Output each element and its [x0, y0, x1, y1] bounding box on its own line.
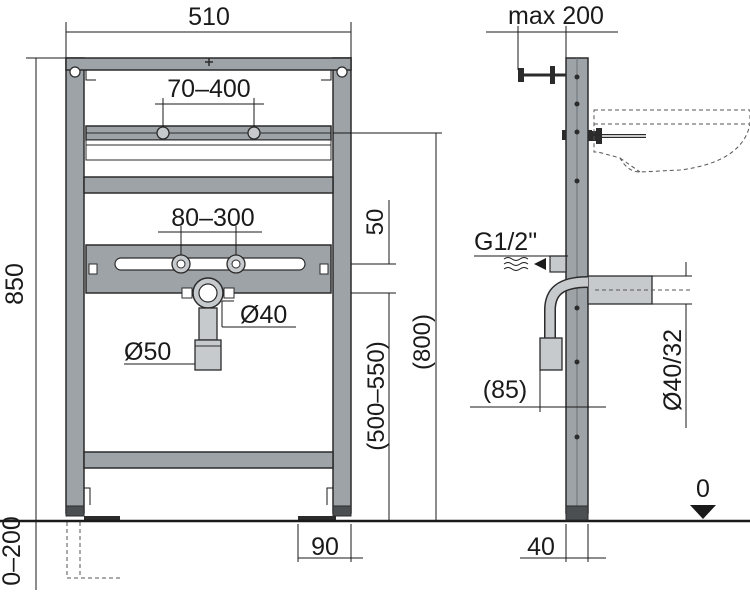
dim-width-510: 510 — [188, 3, 230, 31]
basin-outline — [593, 109, 750, 173]
corner-bracket-right — [321, 70, 332, 81]
middle-crossbar — [83, 176, 334, 194]
floor-level-triangle-icon — [690, 505, 716, 519]
dim-pipe-40-32: Ø40/32 — [659, 329, 687, 411]
side-drain-socket — [539, 337, 563, 371]
water-flow-icon — [503, 257, 529, 271]
dim-height-800: (800) — [409, 314, 436, 370]
drain-pipe — [198, 307, 218, 341]
dim-thread-g12: G1/2" — [474, 228, 537, 256]
clamp-bolt-right — [247, 126, 261, 140]
foot-plate-right — [298, 516, 336, 521]
clamp-bolt-left — [156, 126, 170, 140]
corner-bracket-left — [85, 70, 96, 81]
dim-foot-adjust: 0–200 — [0, 516, 26, 586]
bottom-crossbar — [83, 451, 334, 469]
outlet-slot — [114, 257, 306, 271]
foot-plate-left — [84, 516, 120, 521]
dim-side-max-200: max 200 — [508, 2, 604, 30]
dim-floor-zero: 0 — [696, 475, 710, 503]
right-post — [332, 57, 352, 514]
side-frame — [518, 57, 653, 521]
dim-foot-90: 90 — [311, 533, 339, 561]
dim-height-850: 850 — [1, 263, 29, 305]
dim-depth-85: (85) — [483, 376, 527, 404]
thread-fitting — [549, 255, 567, 273]
mount-hole-right — [336, 66, 348, 78]
dim-clamp-spacing: 70–400 — [167, 75, 250, 103]
front-frame — [65, 57, 352, 579]
dim-outlet-spacing: 80–300 — [171, 204, 254, 232]
dim-offset-50: 50 — [362, 209, 389, 236]
drain-socket — [194, 339, 222, 371]
dim-height-500-550: (500–550) — [363, 341, 390, 450]
dim-side-foot-40: 40 — [527, 533, 555, 561]
dim-drain-40: Ø40 — [240, 301, 287, 329]
mount-hole-left — [69, 66, 81, 78]
dim-drain-50: Ø50 — [124, 338, 171, 366]
left-post — [65, 57, 85, 514]
